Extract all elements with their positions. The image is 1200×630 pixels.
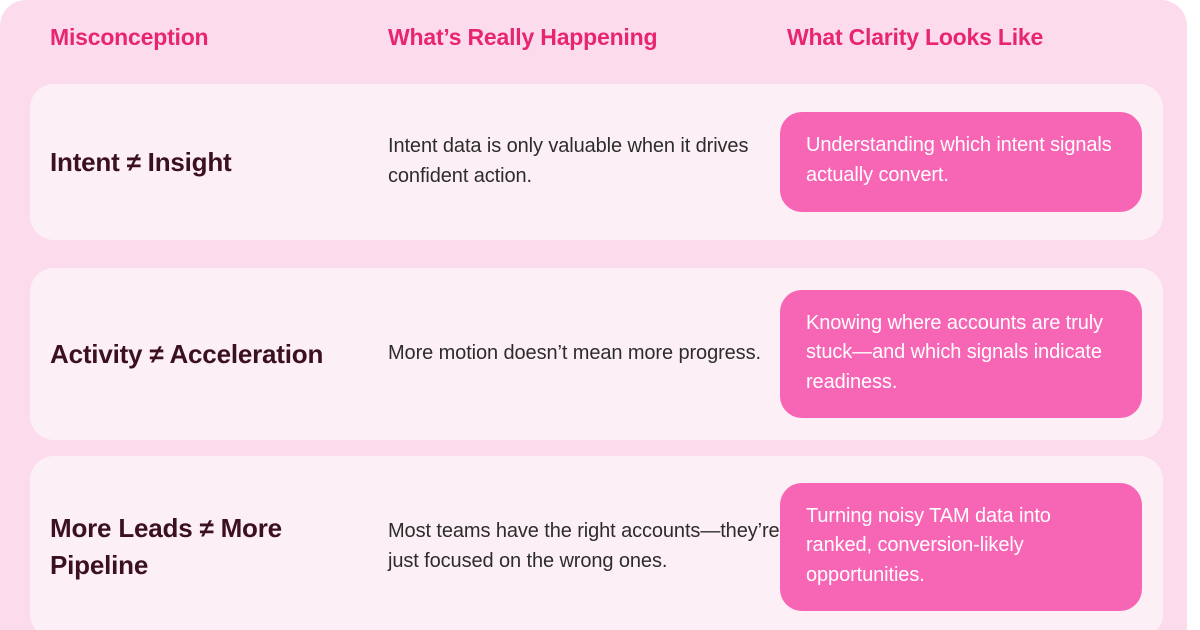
table-cell-misconception: Activity ≠ Acceleration — [30, 268, 380, 440]
happening-description: Most teams have the right accounts—they’… — [388, 520, 780, 572]
column-header-what-clarity-looks-like: What Clarity Looks Like — [787, 23, 1044, 50]
misconception-term: Activity ≠ Acceleration — [50, 338, 324, 369]
table-cell-happening: Intent data is only valuable when it dri… — [380, 84, 780, 240]
table-row: Activity ≠ Acceleration More motion does… — [30, 268, 1163, 440]
column-header-misconception: Misconception — [50, 23, 209, 50]
table-cell-clarity: Knowing where accounts are truly stuck—a… — [780, 268, 1163, 440]
table-cell-misconception: Intent ≠ Insight — [30, 84, 380, 240]
table-row: More Leads ≠ More Pipeline Most teams ha… — [30, 456, 1163, 630]
misconception-term: Intent ≠ Insight — [50, 146, 232, 177]
table-cell-misconception: More Leads ≠ More Pipeline — [30, 456, 380, 630]
table-cell-clarity: Understanding which intent signals actua… — [780, 84, 1163, 240]
right-gutter — [1187, 0, 1200, 630]
column-header-whats-really-happening: What’s Really Happening — [388, 23, 658, 50]
happening-description: Intent data is only valuable when it dri… — [388, 135, 749, 187]
clarity-pill: Turning noisy TAM data into ranked, conv… — [780, 482, 1142, 612]
table-row: Intent ≠ Insight Intent data is only val… — [30, 84, 1163, 240]
table-cell-happening: Most teams have the right accounts—they’… — [380, 456, 780, 630]
clarity-pill: Understanding which intent signals actua… — [780, 112, 1142, 212]
table-cell-happening: More motion doesn’t mean more progress. — [380, 268, 780, 440]
clarity-pill: Knowing where accounts are truly stuck—a… — [780, 289, 1142, 419]
table-cell-clarity: Turning noisy TAM data into ranked, conv… — [780, 456, 1163, 630]
happening-description: More motion doesn’t mean more progress. — [388, 342, 761, 365]
misconception-term: More Leads ≠ More Pipeline — [50, 513, 282, 580]
table-header-row: Misconception What’s Really Happening Wh… — [0, 0, 1187, 74]
